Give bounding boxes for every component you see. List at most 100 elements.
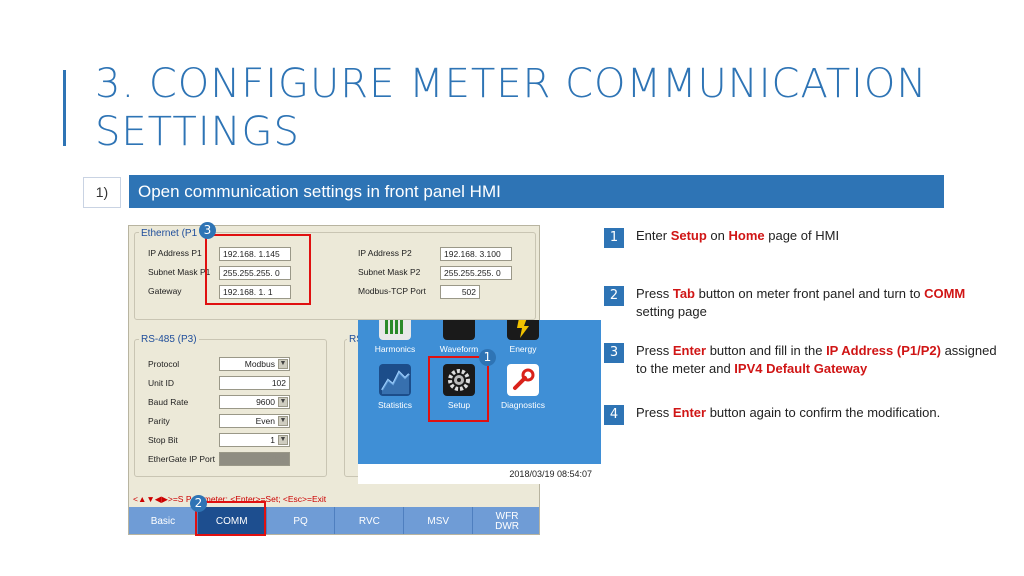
chevron-down-icon: ▼	[278, 397, 288, 407]
step-banner: Open communication settings in front pan…	[129, 175, 944, 208]
instruction-text: assigned to the meter and	[636, 343, 997, 376]
tab-rvc[interactable]: RVC	[335, 507, 405, 534]
ip-address-p2-label: IP Address P2	[358, 248, 412, 258]
instruction-text: Press	[636, 343, 673, 358]
energy-icon	[507, 320, 539, 340]
keyword-tab: Tab	[672, 286, 695, 301]
ethergate-ip-port-label: EtherGate IP Port	[148, 454, 215, 464]
badge-step-3: 3	[199, 222, 216, 239]
app-setup[interactable]: Setup	[429, 364, 489, 410]
chevron-down-icon: ▼	[278, 435, 288, 445]
app-statistics-label: Statistics	[377, 400, 412, 410]
title-accent-bar	[63, 70, 66, 146]
instruction-3: Press Enter button and fill in the IP Ad…	[636, 342, 1006, 378]
app-harmonics[interactable]: Harmonics	[365, 320, 425, 354]
instruction-1: Enter Setup on Home page of HMI	[636, 227, 1006, 245]
instruction-number-2: 2	[604, 286, 624, 306]
instruction-text: button again to confirm the modification…	[706, 405, 941, 420]
setup-highlight	[428, 356, 489, 422]
instruction-4: Press Enter button again to confirm the …	[636, 404, 1006, 422]
chevron-down-icon: ▼	[278, 416, 288, 426]
ip-address-p2-field[interactable]: 192.168. 3.100	[440, 247, 512, 261]
parity-label: Parity	[148, 416, 170, 426]
unit-id-field[interactable]: 102	[219, 376, 290, 390]
harmonics-icon	[379, 320, 411, 340]
ip-address-p1-field[interactable]: 192.168. 1.145	[219, 247, 291, 261]
keyword-ip-address: IP Address (P1/P2)	[826, 343, 941, 358]
step-number: 1)	[83, 177, 121, 208]
slide-title-line2: Settings	[95, 109, 300, 155]
ip-fields-highlight	[205, 234, 311, 305]
hmi-home-screen: Harmonics Waveform Energy Statistics Set…	[358, 320, 601, 484]
waveform-icon	[443, 320, 475, 340]
tab-basic[interactable]: Basic	[129, 507, 198, 534]
modbus-tcp-port-field[interactable]: 502	[440, 285, 480, 299]
keyword-home: Home	[728, 228, 765, 243]
protocol-select[interactable]: Modbus▼	[219, 357, 290, 371]
instruction-text: Press	[636, 405, 673, 420]
instruction-text: Press	[636, 286, 673, 301]
baud-rate-select[interactable]: 9600▼	[219, 395, 290, 409]
keyword-comm: COMM	[924, 286, 966, 301]
ethernet-group-title: Ethernet (P1	[139, 228, 200, 239]
ethernet-group	[134, 232, 536, 320]
statistics-icon	[379, 364, 411, 396]
instruction-text: button and fill in the	[706, 343, 827, 358]
subnet-mask-p2-label: Subnet Mask P2	[358, 267, 421, 277]
parity-select[interactable]: Even▼	[219, 414, 290, 428]
protocol-value: Modbus	[244, 359, 275, 369]
instruction-number-1: 1	[604, 228, 624, 248]
gateway-field[interactable]: 192.168. 1. 1	[219, 285, 291, 299]
gear-icon	[443, 364, 475, 396]
slide-title-line1: 3. Configure Meter Communication	[95, 61, 928, 107]
app-waveform[interactable]: Waveform	[429, 320, 489, 354]
rs485-group-2-title: RS	[347, 334, 365, 345]
gateway-label: Gateway	[148, 286, 182, 296]
unit-id-label: Unit ID	[148, 378, 174, 388]
instruction-text: setting page	[636, 304, 707, 319]
subnet-mask-p1-field[interactable]: 255.255.255. 0	[219, 266, 291, 280]
app-statistics[interactable]: Statistics	[365, 364, 425, 410]
instruction-2: Press Tab button on meter front panel an…	[636, 285, 1006, 321]
stop-bit-value: 1	[270, 435, 275, 445]
ethergate-ip-port-field: 20000	[219, 452, 290, 466]
instruction-text: on	[706, 228, 729, 243]
baud-rate-label: Baud Rate	[148, 397, 189, 407]
app-energy[interactable]: Energy	[493, 320, 553, 354]
modbus-tcp-port-label: Modbus-TCP Port	[358, 286, 426, 296]
slide-title: 3. Configure Meter Communication Setting…	[95, 60, 927, 156]
ip-address-p1-label: IP Address P1	[148, 248, 202, 258]
rs485-group	[134, 339, 327, 477]
protocol-label: Protocol	[148, 359, 180, 369]
tab-wfr-dwr[interactable]: WFR DWR	[473, 507, 539, 534]
tab-msv[interactable]: MSV	[404, 507, 474, 534]
instruction-text: page of HMI	[764, 228, 840, 243]
chevron-down-icon: ▼	[278, 359, 288, 369]
tab-comm[interactable]: COMM	[197, 507, 267, 534]
keyword-setup: Setup	[670, 228, 707, 243]
app-diagnostics[interactable]: Diagnostics	[493, 364, 553, 410]
stop-bit-label: Stop Bit	[148, 435, 178, 445]
parity-value: Even	[255, 416, 275, 426]
app-diagnostics-label: Diagnostics	[501, 400, 545, 410]
subnet-mask-p1-label: Subnet Mask P1	[148, 267, 211, 277]
hmi-tab-bar: Basic COMM PQ RVC MSV WFR DWR	[129, 507, 539, 534]
home-status-bar: 2018/03/19 08:54:07	[358, 464, 601, 484]
comm-tab-highlight	[195, 501, 266, 536]
keyword-enter: Enter	[672, 343, 707, 358]
key-hint: <▲▼◀▶>=S Parameter; <Enter>=Set; <Esc>=E…	[133, 494, 327, 504]
tab-wfr-dwr-label: WFR DWR	[495, 510, 519, 532]
rs485-group-title: RS-485 (P3)	[139, 334, 199, 345]
keyword-enter: Enter	[672, 405, 707, 420]
baud-rate-value: 9600	[256, 397, 275, 407]
badge-step-2: 2	[190, 495, 207, 512]
instruction-text: button on meter front panel and turn to	[695, 286, 925, 301]
keyword-default-gateway: IPV4 Default Gateway	[734, 361, 868, 376]
instruction-number-4: 4	[604, 405, 624, 425]
tab-pq[interactable]: PQ	[267, 507, 336, 534]
subnet-mask-p2-field[interactable]: 255.255.255. 0	[440, 266, 512, 280]
stop-bit-select[interactable]: 1▼	[219, 433, 290, 447]
wrench-icon	[507, 364, 539, 396]
app-setup-label: Setup	[447, 400, 471, 410]
instruction-number-3: 3	[604, 343, 624, 363]
